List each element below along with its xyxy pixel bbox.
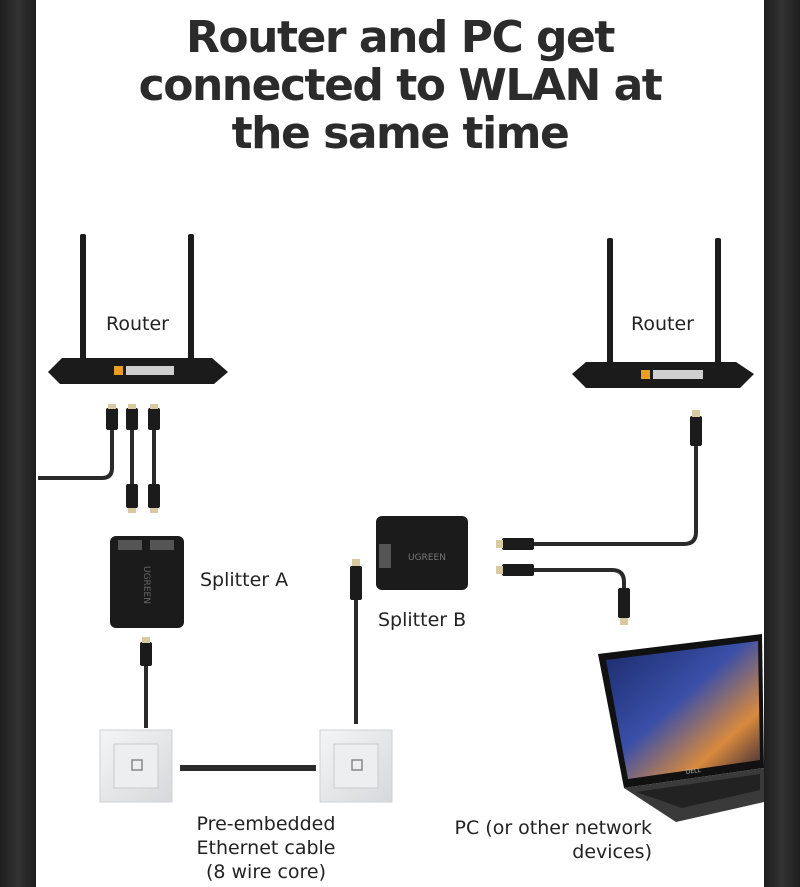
ethernet-cable-label: Pre-embedded Ethernet cable (8 wire core… — [156, 812, 376, 884]
left-router-cables — [38, 428, 156, 486]
rj45-plug-tips — [108, 404, 158, 513]
splitter-a-body — [110, 536, 184, 628]
title-line-2: connected to WLAN at — [138, 60, 663, 111]
title-line-3: the same time — [231, 108, 570, 159]
splitter-a-port-1 — [118, 540, 142, 550]
splitter-b-body — [376, 516, 468, 590]
router-left-antenna-1 — [80, 234, 86, 362]
connection-diagram: UGREEN UGREEN — [38, 234, 764, 822]
router-left-lan-ports — [126, 366, 174, 375]
router-left-antenna-2 — [188, 234, 194, 362]
pc-label: PC (or other network devices) — [426, 816, 652, 864]
ethernet-cable-label-line-2: Ethernet cable — [196, 837, 336, 859]
wall-plate-a — [99, 729, 173, 803]
laptop: DELL — [598, 634, 764, 822]
laptop-brand: DELL — [685, 767, 702, 776]
page-title: Router and PC get connected to WLAN at t… — [36, 14, 764, 158]
splitter-a: UGREEN — [110, 536, 184, 628]
router-right — [572, 238, 754, 388]
right-frame — [764, 0, 800, 887]
wall-plate-b — [319, 729, 393, 803]
router-right-label: Router — [631, 313, 694, 335]
splitter-a-brand: UGREEN — [141, 566, 151, 604]
diagram-panel: Router and PC get connected to WLAN at t… — [36, 0, 764, 887]
splitter-b-output-cables — [532, 432, 698, 600]
splitter-b: UGREEN — [376, 516, 468, 590]
splitter-a-bottom-plug — [140, 642, 152, 666]
pc-label-line-1: PC (or other network — [454, 817, 652, 839]
router-left-wan-port — [114, 366, 123, 375]
router-left-label: Router — [106, 313, 169, 335]
router-left — [48, 234, 228, 384]
splitter-b-port — [379, 544, 391, 568]
ethernet-cable-label-line-1: Pre-embedded — [196, 813, 336, 835]
router-right-lan-ports — [653, 370, 703, 379]
laptop-screen — [606, 641, 760, 779]
title-line-1: Router and PC get — [186, 12, 615, 63]
router-right-antenna-1 — [607, 238, 613, 366]
splitter-a-label: Splitter A — [200, 569, 289, 591]
splitter-b-label: Splitter B — [378, 609, 467, 631]
pc-label-line-2: devices) — [572, 841, 652, 863]
router-right-wan-port — [641, 370, 650, 379]
splitter-b-plugs — [502, 416, 702, 618]
ethernet-cable-label-line-3: (8 wire core) — [205, 861, 327, 883]
splitter-b-brand: UGREEN — [408, 553, 446, 563]
left-frame — [0, 0, 36, 887]
router-right-antenna-2 — [715, 238, 721, 366]
rj45-plugs-top — [106, 408, 160, 508]
splitter-b-input-plug — [350, 566, 362, 600]
splitter-a-port-2 — [150, 540, 174, 550]
